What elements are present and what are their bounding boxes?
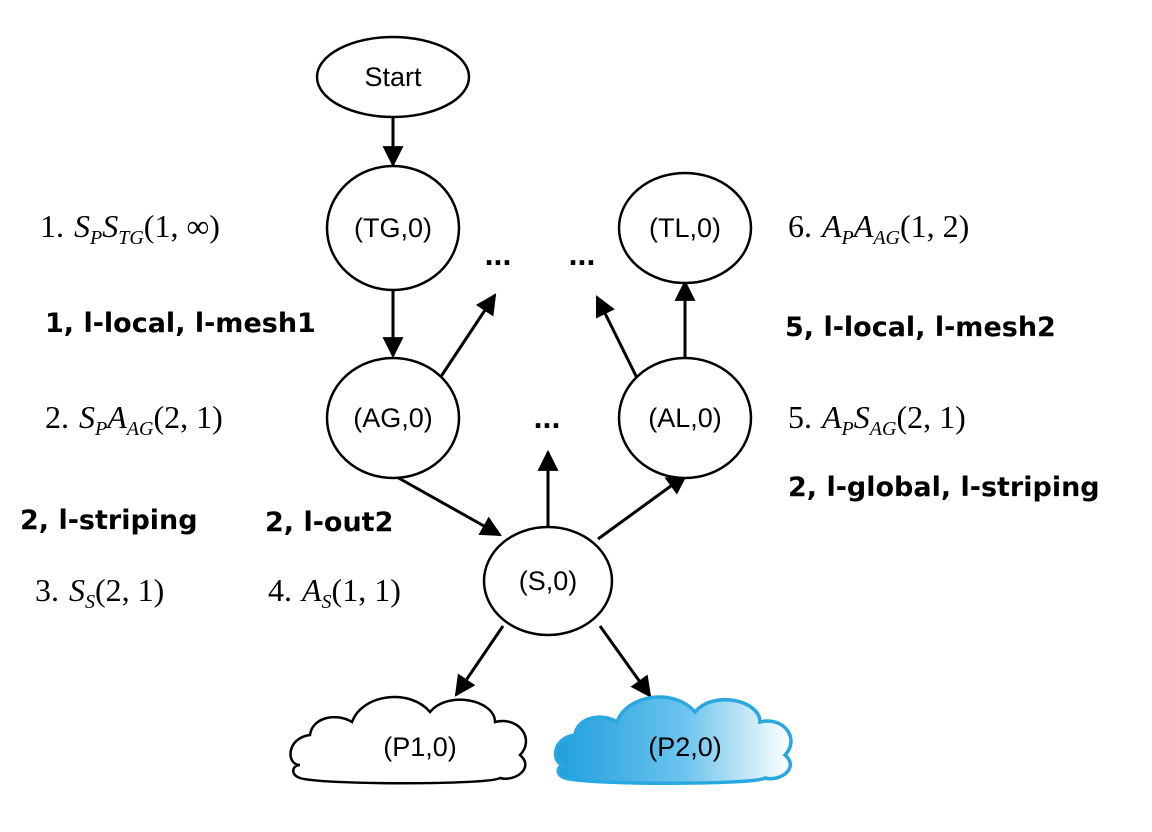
formula-3-symbol-a: S	[69, 572, 85, 608]
edge-ag-s	[394, 474, 502, 537]
ellipsis-top-right: ...	[569, 236, 596, 272]
node-p1-label: (P1,0)	[383, 732, 457, 762]
node-tl-label: (TL,0)	[649, 213, 721, 243]
formula-3: 3.SS(2, 1)	[35, 572, 164, 614]
nodes: Start (TG,0) (TL,0) (AG,0) (AL,0) (S,0)	[289, 35, 793, 785]
formula-5-number: 5.	[788, 399, 812, 435]
node-tl[interactable]: (TL,0)	[617, 171, 753, 285]
formula-6-symbol-b: A	[853, 208, 874, 244]
formula-6-sub-a: P	[841, 227, 854, 249]
formula-1-sub-b: TG	[118, 227, 144, 249]
node-tg-label: (TG,0)	[354, 213, 432, 243]
formula-1-args: (1, ∞)	[143, 208, 220, 244]
ellipsis-middle: ...	[534, 399, 561, 435]
formula-5-sub-a: P	[841, 418, 854, 440]
formula-1-symbol-b: S	[102, 208, 119, 244]
formula-5-sub-b: AG	[869, 418, 897, 440]
formula-2-sub-a: P	[95, 418, 108, 440]
node-p1-cloud[interactable]: (P1,0)	[289, 695, 528, 785]
edge-s-p2	[598, 625, 652, 698]
node-start[interactable]: Start	[315, 35, 471, 119]
formula-2-sub-b: AG	[126, 418, 154, 440]
ellipsis-group: ... ... ...	[485, 236, 596, 435]
formula-4-sub-a: S	[321, 591, 332, 613]
formula-3-number: 3.	[35, 572, 59, 608]
formula-6-number: 6.	[788, 208, 812, 244]
formula-4-symbol-a: A	[302, 572, 322, 608]
formula-4-number: 4.	[268, 572, 292, 608]
formula-3-sub-a: S	[85, 591, 95, 613]
formula-5-symbol-a: A	[822, 399, 842, 435]
edge-label-s-left: 2, l-striping	[20, 505, 198, 536]
node-p2-label: (P2,0)	[648, 732, 722, 762]
formula-5-symbol-b: S	[853, 399, 870, 435]
node-ag[interactable]: (AG,0)	[325, 356, 461, 480]
formula-3-args: (2, 1)	[95, 572, 165, 608]
formula-2-args: (2, 1)	[153, 399, 223, 435]
formula-1-number: 1.	[40, 208, 64, 244]
edge-label-al-s: 2, l-global, l-striping	[788, 472, 1100, 503]
formula-6-sub-b: AG	[873, 227, 900, 249]
edge-al-up	[595, 295, 639, 379]
formula-2-symbol-a: S	[79, 399, 95, 435]
node-p2-cloud[interactable]: (P2,0)	[553, 695, 793, 785]
node-start-label: Start	[364, 62, 422, 92]
formula-2: 2. SPAAG(2, 1)	[45, 399, 223, 441]
ellipsis-top-left: ...	[485, 236, 512, 272]
node-s[interactable]: (S,0)	[482, 525, 614, 637]
formula-4: 4. AS(1, 1)	[268, 572, 401, 614]
formula-4-args: (1, 1)	[331, 572, 401, 608]
edge-ag-up	[438, 293, 497, 379]
edge-s-p1	[454, 625, 505, 697]
node-al-label: (AL,0)	[648, 403, 722, 433]
edges	[382, 118, 696, 698]
edge-label-ag-s: 2, l-out2	[265, 507, 394, 538]
formula-1-sub-a: P	[90, 227, 103, 249]
formula-5-args: (2, 1)	[896, 399, 966, 435]
edge-label-al-tl: 5, l-local, l-mesh2	[785, 312, 1056, 343]
formula-2-symbol-b: A	[107, 399, 127, 435]
formula-5: 5. APSAG(2, 1)	[788, 399, 966, 441]
formula-6-args: (1, 2)	[899, 208, 970, 244]
formula-1-symbol-a: S	[74, 208, 90, 244]
formula-2-number: 2.	[45, 399, 69, 435]
node-tg[interactable]: (TG,0)	[325, 164, 461, 292]
node-al[interactable]: (AL,0)	[617, 356, 753, 480]
node-s-label: (S,0)	[519, 566, 578, 596]
edge-s-al	[597, 473, 688, 541]
formula-6-symbol-a: A	[822, 208, 842, 244]
formula-1: 1.SPSTG(1, ∞)	[40, 208, 220, 250]
formula-6: 6.APAAG(1, 2)	[788, 208, 969, 250]
node-ag-label: (AG,0)	[353, 403, 433, 433]
edge-label-tg-ag: 1, l-local, l-mesh1	[45, 308, 316, 339]
